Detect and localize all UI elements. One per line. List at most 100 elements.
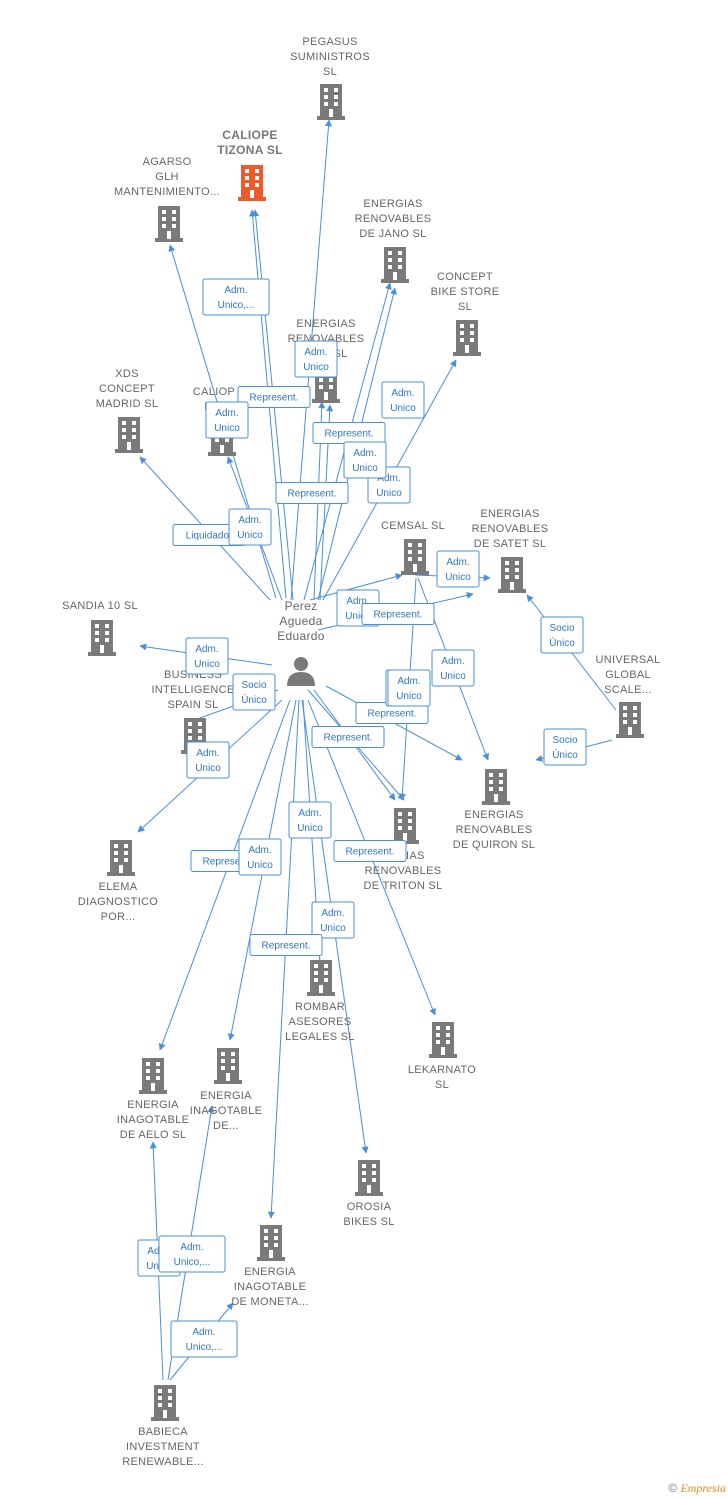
relation-label-text: Único [552,748,578,761]
relation-edge-cemsal [309,573,403,601]
relation-label-text: Adm. [180,1242,203,1253]
secondary-label-cemsal-satet[interactable]: Adm.Unico [436,550,480,588]
relation-label-sandia[interactable]: Adm.Unico [185,637,229,675]
relation-label-triton[interactable]: Represent. [311,726,385,748]
relation-label-text: Unico [376,488,402,499]
building-icon [498,557,526,593]
company-name-line: GLOBAL [605,669,651,681]
relation-label-pegasus[interactable]: Adm.Unico [294,340,338,378]
relation-label-text: Liquidador [186,531,233,542]
relation-label-aelo[interactable]: Represent. [333,840,407,862]
relation-label-text: Represent. [324,733,373,744]
relation-label-caliope_inn[interactable]: Adm.Unico [228,508,272,546]
relation-label-quiron[interactable]: Represent. [355,702,429,724]
relation-label-rombar[interactable]: Adm.Unico [288,801,332,839]
relation-label-text: Unico [352,463,378,474]
company-name-line: ENERGIAS [363,198,422,210]
building-icon [429,1022,457,1058]
building-icon [214,1048,242,1084]
company-name-line: CEMSAL SL [381,520,445,532]
company-name-line: SL [435,1079,449,1091]
relation-label-caliope_tizona[interactable]: Adm.Unico,... [202,278,270,316]
building-icon [317,84,345,120]
relation-label-text: Adm. [353,448,376,459]
relation-label-jano[interactable]: Represent. [312,422,386,444]
company-name-line: ASESORES [289,1016,352,1028]
company-name-line: SL [458,301,472,313]
relation-label-text: Adm. [391,388,414,399]
company-node-inag_de[interactable]: ENERGIAINAGOTABLEDE... [190,1048,262,1132]
relation-label-jano[interactable]: Adm. Unico [381,381,425,419]
relation-label-text: Unico [390,403,416,414]
secondary-label-babieca-inag_de[interactable]: Adm.Unico,... [158,1235,226,1273]
company-name-line: ELEMA [99,881,138,893]
relation-edge-moneta [267,699,300,1219]
relation-label-text: Unico,... [186,1342,223,1353]
company-name-line: SCALE... [604,684,652,696]
company-name-line: TIZONA SL [217,143,283,157]
relation-label-text: Unico [214,423,240,434]
company-name-line: MADRID SL [96,398,159,410]
building-icon [139,1058,167,1094]
relation-label-lekarnato[interactable]: Adm.Unico [311,901,355,939]
relation-label-text: Unico [440,671,466,682]
building-icon [307,960,335,996]
relation-label-orosia[interactable]: Adm.Unico [238,838,282,876]
company-name-line: ENERGIAS [464,809,523,821]
relation-label-moneta[interactable]: Represent. [249,934,323,956]
company-node-sandia[interactable]: SANDIA 10 SL [62,600,138,656]
company-name-line: ENERGIAS [480,508,539,520]
building-icon [391,808,419,844]
company-name-line: DE AELO SL [120,1129,187,1141]
company-name-line: DIAGNOSTICO [78,896,158,908]
building-icon [616,702,644,738]
company-name-line: BIKES SL [343,1216,394,1228]
company-node-babieca[interactable]: BABIECAINVESTMENTRENEWABLE... [122,1385,203,1468]
brand-logo[interactable]: Empresia [680,1481,726,1495]
secondary-label-babieca-moneta[interactable]: Adm.Unico,... [170,1320,238,1358]
relation-label-text: Adm. [196,748,219,759]
company-name-line: DE... [213,1120,239,1132]
company-name-line: POR... [101,911,136,923]
relation-label-caliope_tizona[interactable]: Represent. [237,386,311,408]
relation-label-agarso[interactable]: Adm.Unico [205,401,249,439]
relation-label-satet[interactable]: Represent. [361,603,435,625]
company-node-elema[interactable]: ELEMA DIAGNOSTICO POR... [78,840,158,923]
company-name-line: CALIOP [193,386,235,398]
relation-label-elema[interactable]: Adm.Unico [186,741,230,779]
relation-label-text: Adm. [346,596,369,607]
relation-label-renov_a[interactable]: Represent. [275,482,349,504]
company-name-line: PEGASUS [302,36,357,48]
secondary-label-cemsal-triton[interactable]: Adm.Unico [387,669,431,707]
person-name-line: Perez [285,599,318,613]
company-name-line: INAGOTABLE [234,1281,306,1293]
company-name-line: RENOVABLES [456,824,533,836]
building-icon [257,1225,285,1261]
company-node-cemsal[interactable]: CEMSAL SL [381,520,445,575]
relation-label-text: Represent. [346,847,395,858]
company-node-agarso[interactable]: AGARSOGLHMANTENIMIENTO... [114,156,220,242]
relation-label-renov_a[interactable]: Adm. Unico [343,441,387,479]
secondary-label-cemsal-quiron[interactable]: Adm.Unico [431,649,475,687]
company-name-line: DE JANO SL [359,228,426,240]
company-name-line: ENERGIA [127,1099,179,1111]
company-node-universal[interactable]: UNIVERSALGLOBALSCALE... [595,654,660,738]
relation-label-text: Adm. [298,808,321,819]
